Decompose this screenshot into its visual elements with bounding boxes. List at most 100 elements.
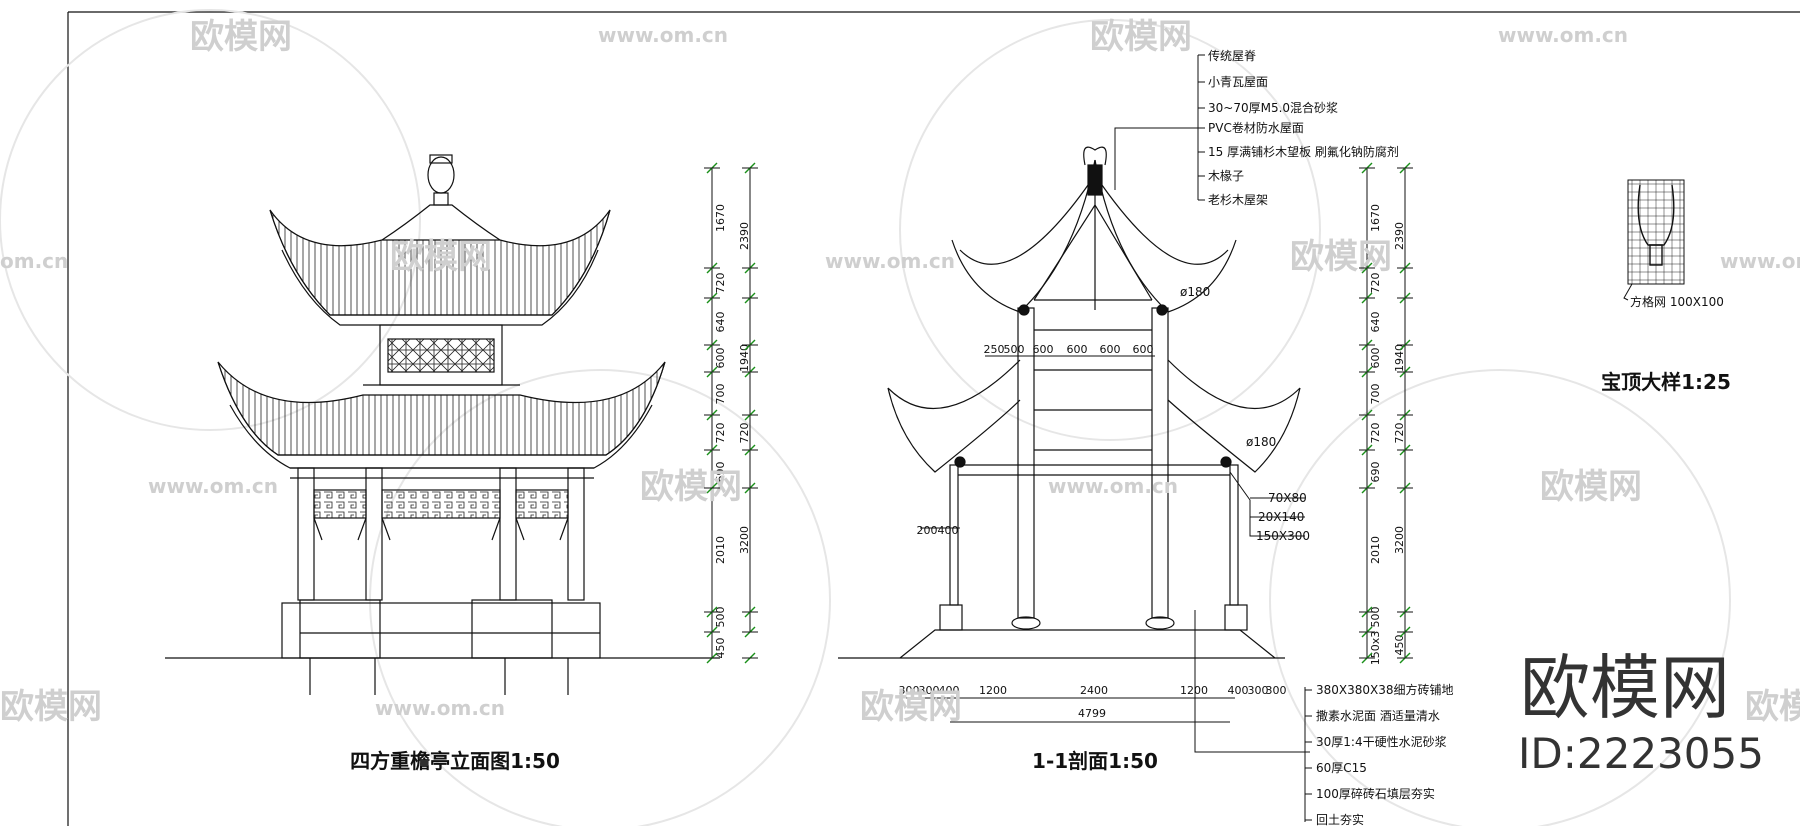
brand-id-text: ID:2223055 (1518, 729, 1764, 778)
roof-note-mortar: 30~70厚M5.0混合砂浆 (1208, 100, 1338, 115)
member-70x80: 70X80 (1268, 491, 1307, 505)
side-dim-400: 400 (938, 524, 959, 537)
floor-note-backfill: 回土夯实 (1316, 812, 1364, 826)
bottom-span-400b: 400 (1228, 684, 1249, 697)
wm-url-3: www.om.cn (825, 249, 955, 273)
watermarks: 欧模网 www.om.cn 欧模网 www.om.cn om.cn 欧模网 ww… (0, 17, 1800, 727)
sec-dim-600: 600 (1369, 348, 1382, 369)
sec-dim-1940: 1940 (1393, 344, 1406, 372)
diameter-lower: ø180 (1246, 435, 1276, 449)
floor-note-rubble: 100厚碎砖石填层夯实 (1316, 786, 1435, 801)
sec-dim-720b: 720 (1369, 423, 1382, 444)
sec-dim-500: 500 (1369, 607, 1382, 628)
elev-dim-3200: 3200 (738, 526, 751, 554)
elevation-dims (711, 168, 751, 658)
wm-url-partial: om.cn (0, 249, 68, 273)
section-floor-notes: 380X380X38细方砖铺地 撒素水泥面 酒适量清水 30厚1:4干硬性水泥砂… (1316, 682, 1454, 826)
sec-dim-720a: 720 (1369, 273, 1382, 294)
floor-note-cement: 撒素水泥面 酒适量清水 (1316, 708, 1440, 723)
bottom-span-300c: 300 (1248, 684, 1269, 697)
elev-dim-2010: 2010 (714, 536, 727, 564)
diameter-upper: ø180 (1180, 285, 1210, 299)
wm-url-4: www.om.cn (1720, 249, 1800, 273)
side-dim-200: 200 (917, 524, 938, 537)
section-drawing (838, 146, 1301, 659)
finial-grid-label: 方格网 100X100 (1630, 294, 1724, 309)
wm-brand-3: 欧模网 (390, 237, 492, 277)
sheet-frame (67, 11, 1800, 826)
section-member-labels: 70X80 20X140 150X300 ø180 ø180 (1180, 285, 1310, 543)
elev-dim-1940: 1940 (738, 344, 751, 372)
dimension-ticks (704, 162, 1413, 664)
wm-brand-2: 欧模网 (1090, 17, 1192, 57)
sec-dim-1670: 1670 (1369, 204, 1382, 232)
bottom-span-1200a: 1200 (979, 684, 1007, 697)
upper-span-500: 500 (1004, 343, 1025, 356)
upper-span-250: 250 (984, 343, 1005, 356)
sec-dim-690: 690 (1369, 462, 1382, 483)
elev-dim-720a: 720 (714, 273, 727, 294)
bottom-span-300d: 300 (1266, 684, 1287, 697)
finial-title: 宝顶大样1:25 (1601, 370, 1731, 394)
wm-url-6: www.om.cn (1048, 474, 1178, 498)
elevation-drawing (165, 154, 720, 695)
sec-dim-2390: 2390 (1393, 222, 1406, 250)
wm-brand-9: 欧模网 (1745, 687, 1800, 727)
elev-dim-2390: 2390 (738, 222, 751, 250)
wm-brand-6: 欧模网 (1540, 467, 1642, 507)
sec-dim-700: 700 (1369, 384, 1382, 405)
sec-dim-640: 640 (1369, 312, 1382, 333)
elev-dim-640: 640 (714, 312, 727, 333)
finial-detail (1623, 179, 1685, 301)
wm-brand-7: 欧模网 (0, 687, 102, 727)
elev-dim-1670: 1670 (714, 204, 727, 232)
floor-note-mortar: 30厚1:4干硬性水泥砂浆 (1316, 734, 1447, 749)
floor-note-concrete: 60厚C15 (1316, 761, 1367, 775)
floor-note-tile: 380X380X38细方砖铺地 (1316, 682, 1454, 697)
elev-dim-500: 500 (714, 607, 727, 628)
wm-brand-5: 欧模网 (640, 467, 742, 507)
elev-dim-700: 700 (714, 384, 727, 405)
roof-note-pvc: PVC卷材防水屋面 (1208, 120, 1304, 135)
upper-span-600c: 600 (1100, 343, 1121, 356)
wm-brand-4: 欧模网 (1290, 237, 1392, 277)
section-h-dims (898, 355, 1235, 723)
elev-dim-720b: 720 (714, 423, 727, 444)
section-v-dim-labels: 1670 720 640 600 700 720 690 2010 500 15… (1369, 204, 1406, 665)
roof-note-ridge: 传统屋脊 (1208, 48, 1256, 63)
sec-dim-150x3: 150x3 (1369, 631, 1382, 666)
elev-dim-690: 690 (714, 462, 727, 483)
section-v-dims (1366, 168, 1406, 658)
member-150x300: 150X300 (1256, 529, 1310, 543)
sec-dim-3200: 3200 (1393, 526, 1406, 554)
elev-dim-450: 450 (714, 638, 727, 659)
roof-note-boards: 15 厚满铺杉木望板 刷氟化钠防腐剂 (1208, 144, 1399, 159)
bottom-span-300a: 300 (899, 684, 920, 697)
bottom-span-1200b: 1200 (1180, 684, 1208, 697)
elev-dim-600: 600 (714, 348, 727, 369)
member-20x140: 20X140 (1258, 510, 1304, 524)
roof-note-tiles: 小青瓦屋面 (1208, 75, 1268, 89)
brand-logo-text: 欧模网 (1520, 647, 1730, 729)
elev-dim-720c: 720 (738, 423, 751, 444)
sec-dim-2010: 2010 (1369, 536, 1382, 564)
wm-url-2: www.om.cn (1498, 23, 1628, 47)
wm-url-1: www.om.cn (598, 23, 728, 47)
wm-brand-1: 欧模网 (190, 17, 292, 57)
sec-dim-450: 450 (1393, 635, 1406, 656)
wm-url-7: www.om.cn (375, 696, 505, 720)
overall-width: 4799 (1078, 707, 1106, 720)
wm-url-5: www.om.cn (148, 474, 278, 498)
elevation-dim-labels: 1670 720 640 600 700 720 690 2010 500 45… (714, 204, 751, 659)
upper-span-600d: 600 (1133, 343, 1154, 356)
elevation-title: 四方重檐亭立面图1:50 (350, 749, 560, 773)
section-roof-notes: 传统屋脊 小青瓦屋面 30~70厚M5.0混合砂浆 PVC卷材防水屋面 15 厚… (1208, 48, 1399, 207)
roof-note-truss: 老杉木屋架 (1208, 193, 1268, 207)
wm-brand-8: 欧模网 (860, 687, 962, 727)
sec-dim-720c: 720 (1393, 423, 1406, 444)
upper-span-600b: 600 (1067, 343, 1088, 356)
bottom-span-400a: 400 (939, 684, 960, 697)
bottom-span-2400: 2400 (1080, 684, 1108, 697)
roof-note-rafters: 木椽子 (1208, 169, 1244, 183)
